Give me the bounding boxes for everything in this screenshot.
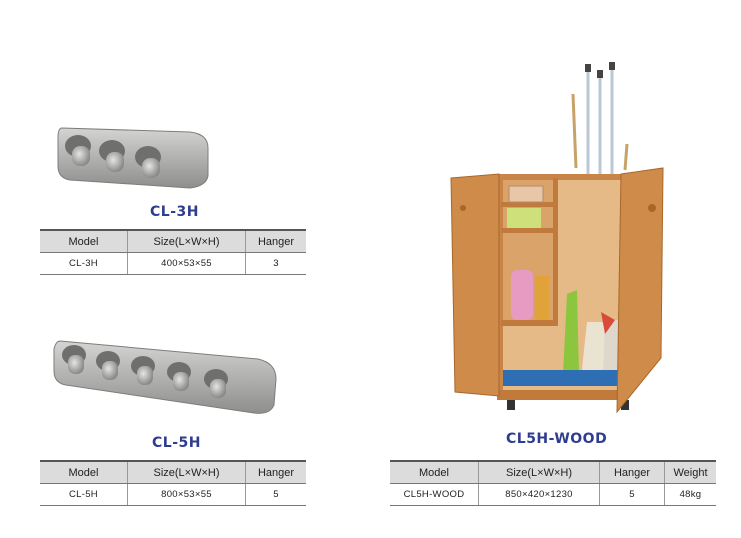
column-header-weight: Weight bbox=[664, 460, 716, 484]
cl5h-wood-cabinet-image bbox=[445, 58, 670, 418]
cell-model: CL-5H bbox=[40, 483, 128, 506]
cl5h-wood-spec-table: Model Size(L×W×H) Hanger Weight CL5H-WOO… bbox=[390, 460, 716, 506]
cl-5h-product-image bbox=[48, 335, 283, 420]
column-header-size: Size(L×W×H) bbox=[127, 460, 246, 484]
cell-size: 850×420×1230 bbox=[478, 483, 600, 506]
cl-3h-spec-table: Model Size(L×W×H) Hanger CL-3H 400×53×55… bbox=[40, 229, 306, 275]
table-row: CL5H-WOOD 850×420×1230 5 48kg bbox=[390, 483, 716, 506]
cell-hanger: 5 bbox=[245, 483, 306, 506]
column-header-model: Model bbox=[40, 460, 128, 484]
column-header-model: Model bbox=[390, 460, 479, 484]
column-header-model: Model bbox=[40, 229, 128, 253]
product-title-cl-3h: CL-3H bbox=[150, 204, 199, 220]
table-row: CL-5H 800×53×55 5 bbox=[40, 483, 306, 506]
column-header-hanger: Hanger bbox=[245, 460, 306, 484]
cell-model: CL-3H bbox=[40, 252, 128, 275]
cl-3h-product-image bbox=[50, 118, 215, 198]
cell-size: 400×53×55 bbox=[127, 252, 246, 275]
cell-hanger: 5 bbox=[599, 483, 665, 506]
column-header-size: Size(L×W×H) bbox=[478, 460, 600, 484]
column-header-hanger: Hanger bbox=[599, 460, 665, 484]
column-header-hanger: Hanger bbox=[245, 229, 306, 253]
product-title-cl5h-wood: CL5H-WOOD bbox=[506, 431, 608, 447]
product-title-cl-5h: CL-5H bbox=[152, 435, 201, 451]
cell-size: 800×53×55 bbox=[127, 483, 246, 506]
cl-5h-spec-table: Model Size(L×W×H) Hanger CL-5H 800×53×55… bbox=[40, 460, 306, 506]
cell-weight: 48kg bbox=[664, 483, 716, 506]
column-header-size: Size(L×W×H) bbox=[127, 229, 246, 253]
cell-hanger: 3 bbox=[245, 252, 306, 275]
cell-model: CL5H-WOOD bbox=[390, 483, 479, 506]
table-row: CL-3H 400×53×55 3 bbox=[40, 252, 306, 275]
